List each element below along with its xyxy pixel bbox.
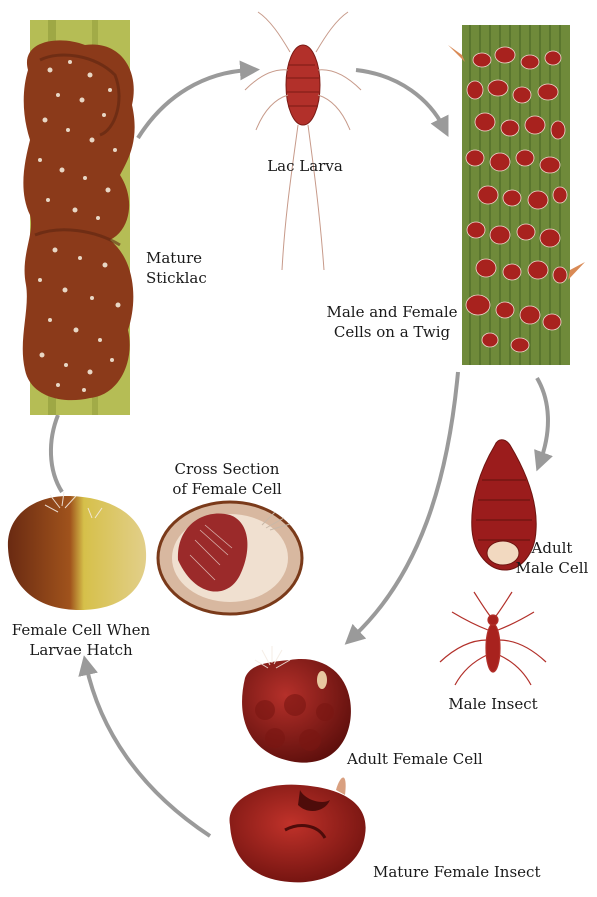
- label-adult-male-cell: Adult Male Cell: [512, 538, 592, 578]
- arrow-twig-to-male-cell: [537, 378, 548, 462]
- female-cell-hatch-illustration: [8, 492, 146, 610]
- label-male-insect: Male Insect: [438, 694, 548, 714]
- label-line: Sticklac: [146, 268, 207, 288]
- arrow-hatch-to-sticklac: [51, 415, 62, 492]
- label-cross-section: Cross Section of Female Cell: [160, 459, 294, 499]
- label-male-female-cells: Male and Female Cells on a Twig: [318, 302, 466, 342]
- male-insect-illustration: [440, 592, 546, 685]
- cells-on-twig-illustration: [448, 25, 585, 365]
- lac-larva-illustration: [245, 12, 361, 270]
- label-mature-female-insect: Mature Female Insect: [373, 862, 540, 882]
- arrow-twig-to-female-cell: [352, 372, 458, 638]
- arrow-sticklac-to-larva: [138, 70, 250, 138]
- label-line: Male and Female: [318, 302, 466, 322]
- label-line: Adult: [512, 538, 592, 558]
- label-line: Larvae Hatch: [2, 640, 160, 660]
- label-adult-female-cell: Adult Female Cell: [347, 749, 483, 769]
- label-line: of Female Cell: [160, 479, 294, 499]
- mature-sticklac-illustration: [23, 20, 135, 415]
- arrow-mature-female-to-hatch: [86, 665, 210, 836]
- adult-female-cell-illustration: [242, 646, 351, 763]
- label-line: Cells on a Twig: [318, 322, 466, 342]
- label-line: Female Cell When: [2, 620, 160, 640]
- label-female-cell-hatch: Female Cell When Larvae Hatch: [2, 620, 160, 660]
- label-line: Cross Section: [160, 459, 294, 479]
- label-line: Male Cell: [512, 558, 592, 578]
- label-mature-sticklac: Mature Sticklac: [146, 248, 207, 288]
- cross-section-illustration: [158, 502, 302, 614]
- label-line: Mature: [146, 248, 207, 268]
- label-lac-larva: Lac Larva: [253, 156, 357, 176]
- mature-female-insect-illustration: [230, 778, 366, 883]
- arrow-larva-to-twig: [356, 70, 444, 128]
